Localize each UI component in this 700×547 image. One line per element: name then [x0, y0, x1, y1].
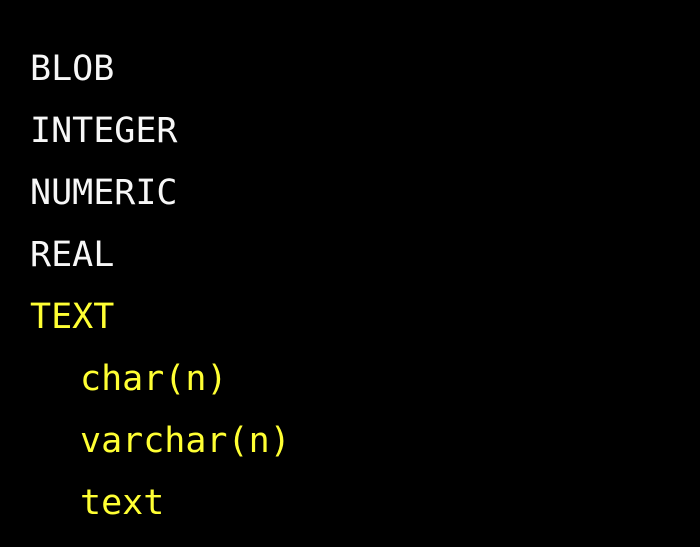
subtype-item-varchar: varchar(n)	[80, 421, 291, 461]
type-item-real: REAL	[30, 235, 115, 275]
text-subtype-list: char(n) varchar(n) text	[30, 348, 291, 534]
subtype-item-text: text	[80, 483, 165, 523]
type-item-text: TEXT	[30, 297, 115, 337]
type-item-integer: INTEGER	[30, 111, 178, 151]
text-subtype-group: char(n) varchar(n) text	[30, 348, 291, 534]
subtype-item-char: char(n)	[80, 359, 228, 399]
type-item-numeric: NUMERIC	[30, 173, 178, 213]
type-item-blob: BLOB	[30, 49, 115, 89]
sql-type-list: BLOB INTEGER NUMERIC REAL TEXT char(n) v…	[30, 38, 291, 534]
